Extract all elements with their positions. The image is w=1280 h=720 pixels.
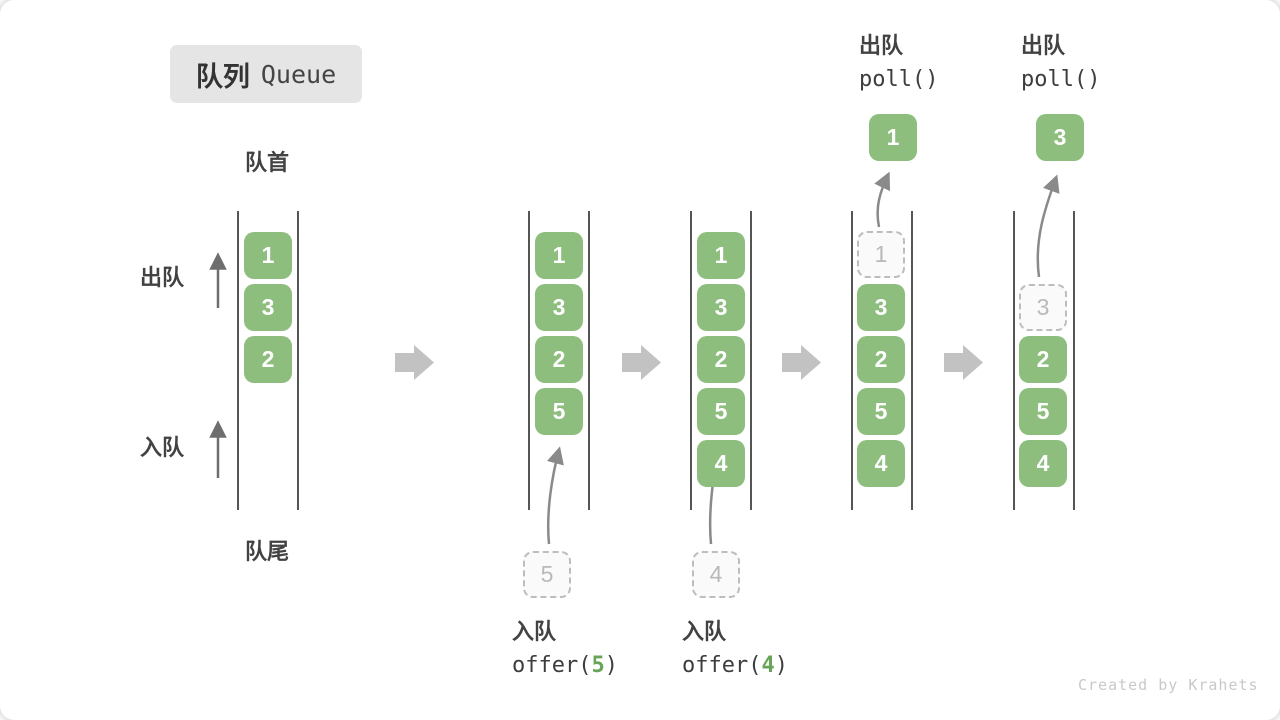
offer-code-close: ) [604,653,618,678]
enqueue-arrow-icon [546,446,564,545]
offer-label-zh: 入队 [512,619,557,644]
poll-operation-label: 出队 poll() [1021,35,1100,91]
queue-element: 3 [857,284,905,331]
dequeue-arrow-icon [874,171,891,228]
queue-wall-line [1073,211,1075,510]
queue-element: 5 [857,388,905,435]
step-arrow-icon [395,345,434,380]
queue-element: 4 [697,440,745,487]
queue-wall-line [297,211,299,510]
enqueue-side-label: 入队 [140,435,185,460]
dequeue-side-label: 出队 [140,265,185,290]
removed-element-ghost: 1 [857,231,905,278]
title-en: Queue [260,59,337,89]
poll-operation-label: 出队 poll() [859,35,938,91]
step-arrow-icon [782,345,821,380]
queue-wall-line [237,211,239,510]
rear-label: 队尾 [244,539,290,564]
queue-element: 4 [857,440,905,487]
queue-element: 2 [244,336,292,383]
queue-element: 2 [697,336,745,383]
queue-wall-line [911,211,913,510]
queue-element: 5 [535,388,583,435]
title-zh: 队列 [195,61,250,92]
poll-label-code: poll() [859,67,939,92]
watermark: Created by Krahets [1078,676,1259,694]
offer-code-arg: 4 [761,653,775,678]
offer-operation-label: 入队 offer(4) [682,621,788,677]
queue-element: 4 [1019,440,1067,487]
queue-wall-line [588,211,590,510]
offer-code-arg: 5 [591,653,605,678]
queue-wall-line [1013,211,1015,510]
title-box: 队列 Queue [170,45,362,103]
queue-element: 3 [535,284,583,331]
queue-element: 3 [244,284,292,331]
poll-label-code: poll() [1021,67,1101,92]
offer-label-code: offer(5) [512,655,618,677]
queue-element: 2 [1019,336,1067,383]
step-arrow-icon [622,345,661,380]
offer-label-code: offer(4) [682,655,788,677]
queue-element: 1 [535,232,583,279]
queue-element: 2 [535,336,583,383]
offer-operation-label: 入队 offer(5) [512,621,618,677]
dequeue-arrow-icon [1036,174,1060,278]
poll-label-zh: 出队 [859,33,904,58]
offer-label-zh: 入队 [682,619,727,644]
queue-wall-line [750,211,752,510]
queue-element: 5 [697,388,745,435]
incoming-element-ghost: 5 [523,551,571,598]
queue-element: 1 [697,232,745,279]
offer-code-open: offer( [512,653,592,678]
removed-element-ghost: 3 [1019,284,1067,331]
front-label: 队首 [244,150,290,175]
queue-wall-line [690,211,692,510]
offer-code-close: ) [774,653,788,678]
queue-element: 2 [857,336,905,383]
incoming-element-ghost: 4 [692,551,740,598]
polled-element: 1 [869,114,917,161]
queue-element: 3 [697,284,745,331]
poll-label-zh: 出队 [1021,33,1066,58]
step-arrow-icon [944,345,983,380]
offer-code-open: offer( [682,653,762,678]
queue-element: 5 [1019,388,1067,435]
queue-element: 1 [244,232,292,279]
queue-wall-line [528,211,530,510]
queue-wall-line [851,211,853,510]
polled-element: 3 [1036,114,1084,161]
